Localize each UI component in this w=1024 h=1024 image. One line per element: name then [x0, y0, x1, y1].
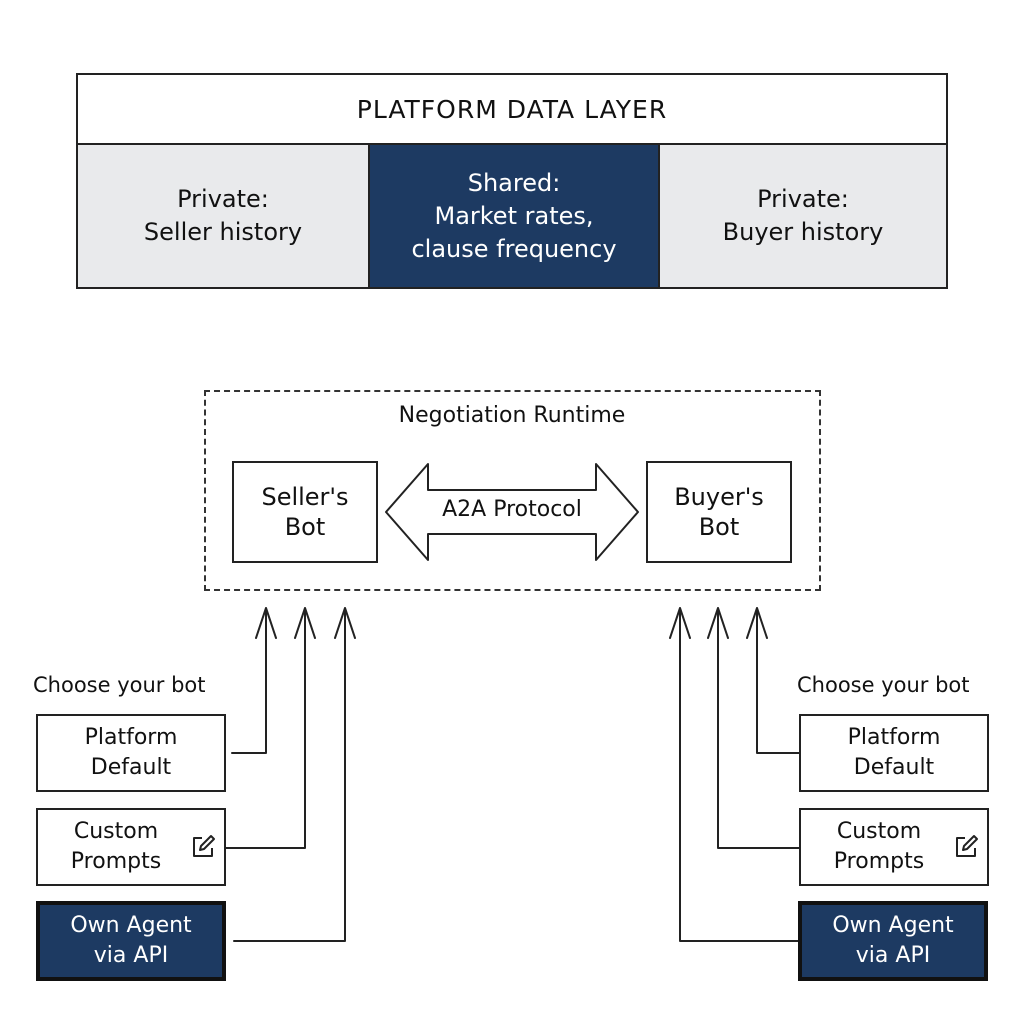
seller-private-cell: Private: Seller history — [78, 145, 368, 287]
up-arrow-icon — [294, 607, 316, 639]
seller-option-own-agent[interactable]: Own Agent via API — [36, 901, 226, 981]
option-label-line1: Platform — [847, 725, 941, 750]
platform-data-layer: PLATFORM DATA LAYER Private: Seller hist… — [76, 73, 948, 289]
double-arrow-icon — [385, 463, 639, 561]
up-arrow-icon — [334, 607, 356, 639]
negotiation-runtime-box — [204, 390, 821, 591]
seller-option-platform-default[interactable]: Platform Default — [36, 714, 226, 792]
shared-cell: Shared: Market rates, clause frequency — [368, 145, 660, 287]
edit-icon — [956, 835, 978, 857]
buyer-bot: Buyer's Bot — [646, 461, 792, 563]
option-label-line2: Prompts — [833, 849, 925, 874]
option-label-line2: Default — [90, 755, 172, 780]
a2a-protocol-label: A2A Protocol — [442, 497, 582, 522]
buyer-private-text: Buyer history — [722, 218, 884, 246]
seller-option-custom-prompts[interactable]: Custom Prompts — [36, 808, 226, 886]
shared-text-1: Market rates, — [434, 201, 594, 230]
option-label-line2: Default — [853, 755, 935, 780]
option-label-line1: Custom — [73, 819, 159, 844]
seller-bot-line1: Seller's — [261, 483, 349, 511]
seller-bot-line2: Bot — [284, 513, 326, 541]
runtime-title: Negotiation Runtime — [398, 403, 626, 428]
buyer-connector-own — [679, 611, 799, 942]
up-arrow-icon — [255, 607, 277, 639]
seller-connector-own — [233, 611, 346, 942]
buyer-connector-custom — [717, 611, 800, 849]
buyer-option-platform-default[interactable]: Platform Default — [799, 714, 989, 792]
buyer-private-label: Private: — [757, 185, 849, 213]
option-label-line2: via API — [93, 943, 169, 968]
seller-connector-default — [231, 611, 267, 754]
option-label-line1: Own Agent — [832, 913, 954, 938]
buyer-bot-line2: Bot — [698, 513, 740, 541]
seller-private-label: Private: — [177, 185, 269, 213]
buyer-option-custom-prompts[interactable]: Custom Prompts — [799, 808, 989, 886]
buyer-choose-heading: Choose your bot — [797, 673, 970, 697]
shared-label: Shared: — [467, 168, 561, 197]
buyer-bot-line1: Buyer's — [674, 483, 764, 511]
option-label-line2: via API — [855, 943, 931, 968]
buyer-connector-default — [756, 611, 800, 754]
data-layer-title: PLATFORM DATA LAYER — [78, 75, 946, 145]
edit-icon — [193, 835, 215, 857]
seller-choose-heading: Choose your bot — [33, 673, 206, 697]
option-label-line1: Platform — [84, 725, 178, 750]
up-arrow-icon — [746, 607, 768, 639]
seller-private-text: Seller history — [143, 218, 303, 246]
up-arrow-icon — [669, 607, 691, 639]
up-arrow-icon — [707, 607, 729, 639]
buyer-option-own-agent[interactable]: Own Agent via API — [798, 901, 988, 981]
option-label-line2: Prompts — [70, 849, 162, 874]
shared-text-2: clause frequency — [411, 234, 617, 263]
option-label-line1: Own Agent — [70, 913, 192, 938]
buyer-private-cell: Private: Buyer history — [660, 145, 946, 287]
seller-connector-custom — [224, 611, 306, 849]
option-label-line1: Custom — [836, 819, 922, 844]
seller-bot: Seller's Bot — [232, 461, 378, 563]
